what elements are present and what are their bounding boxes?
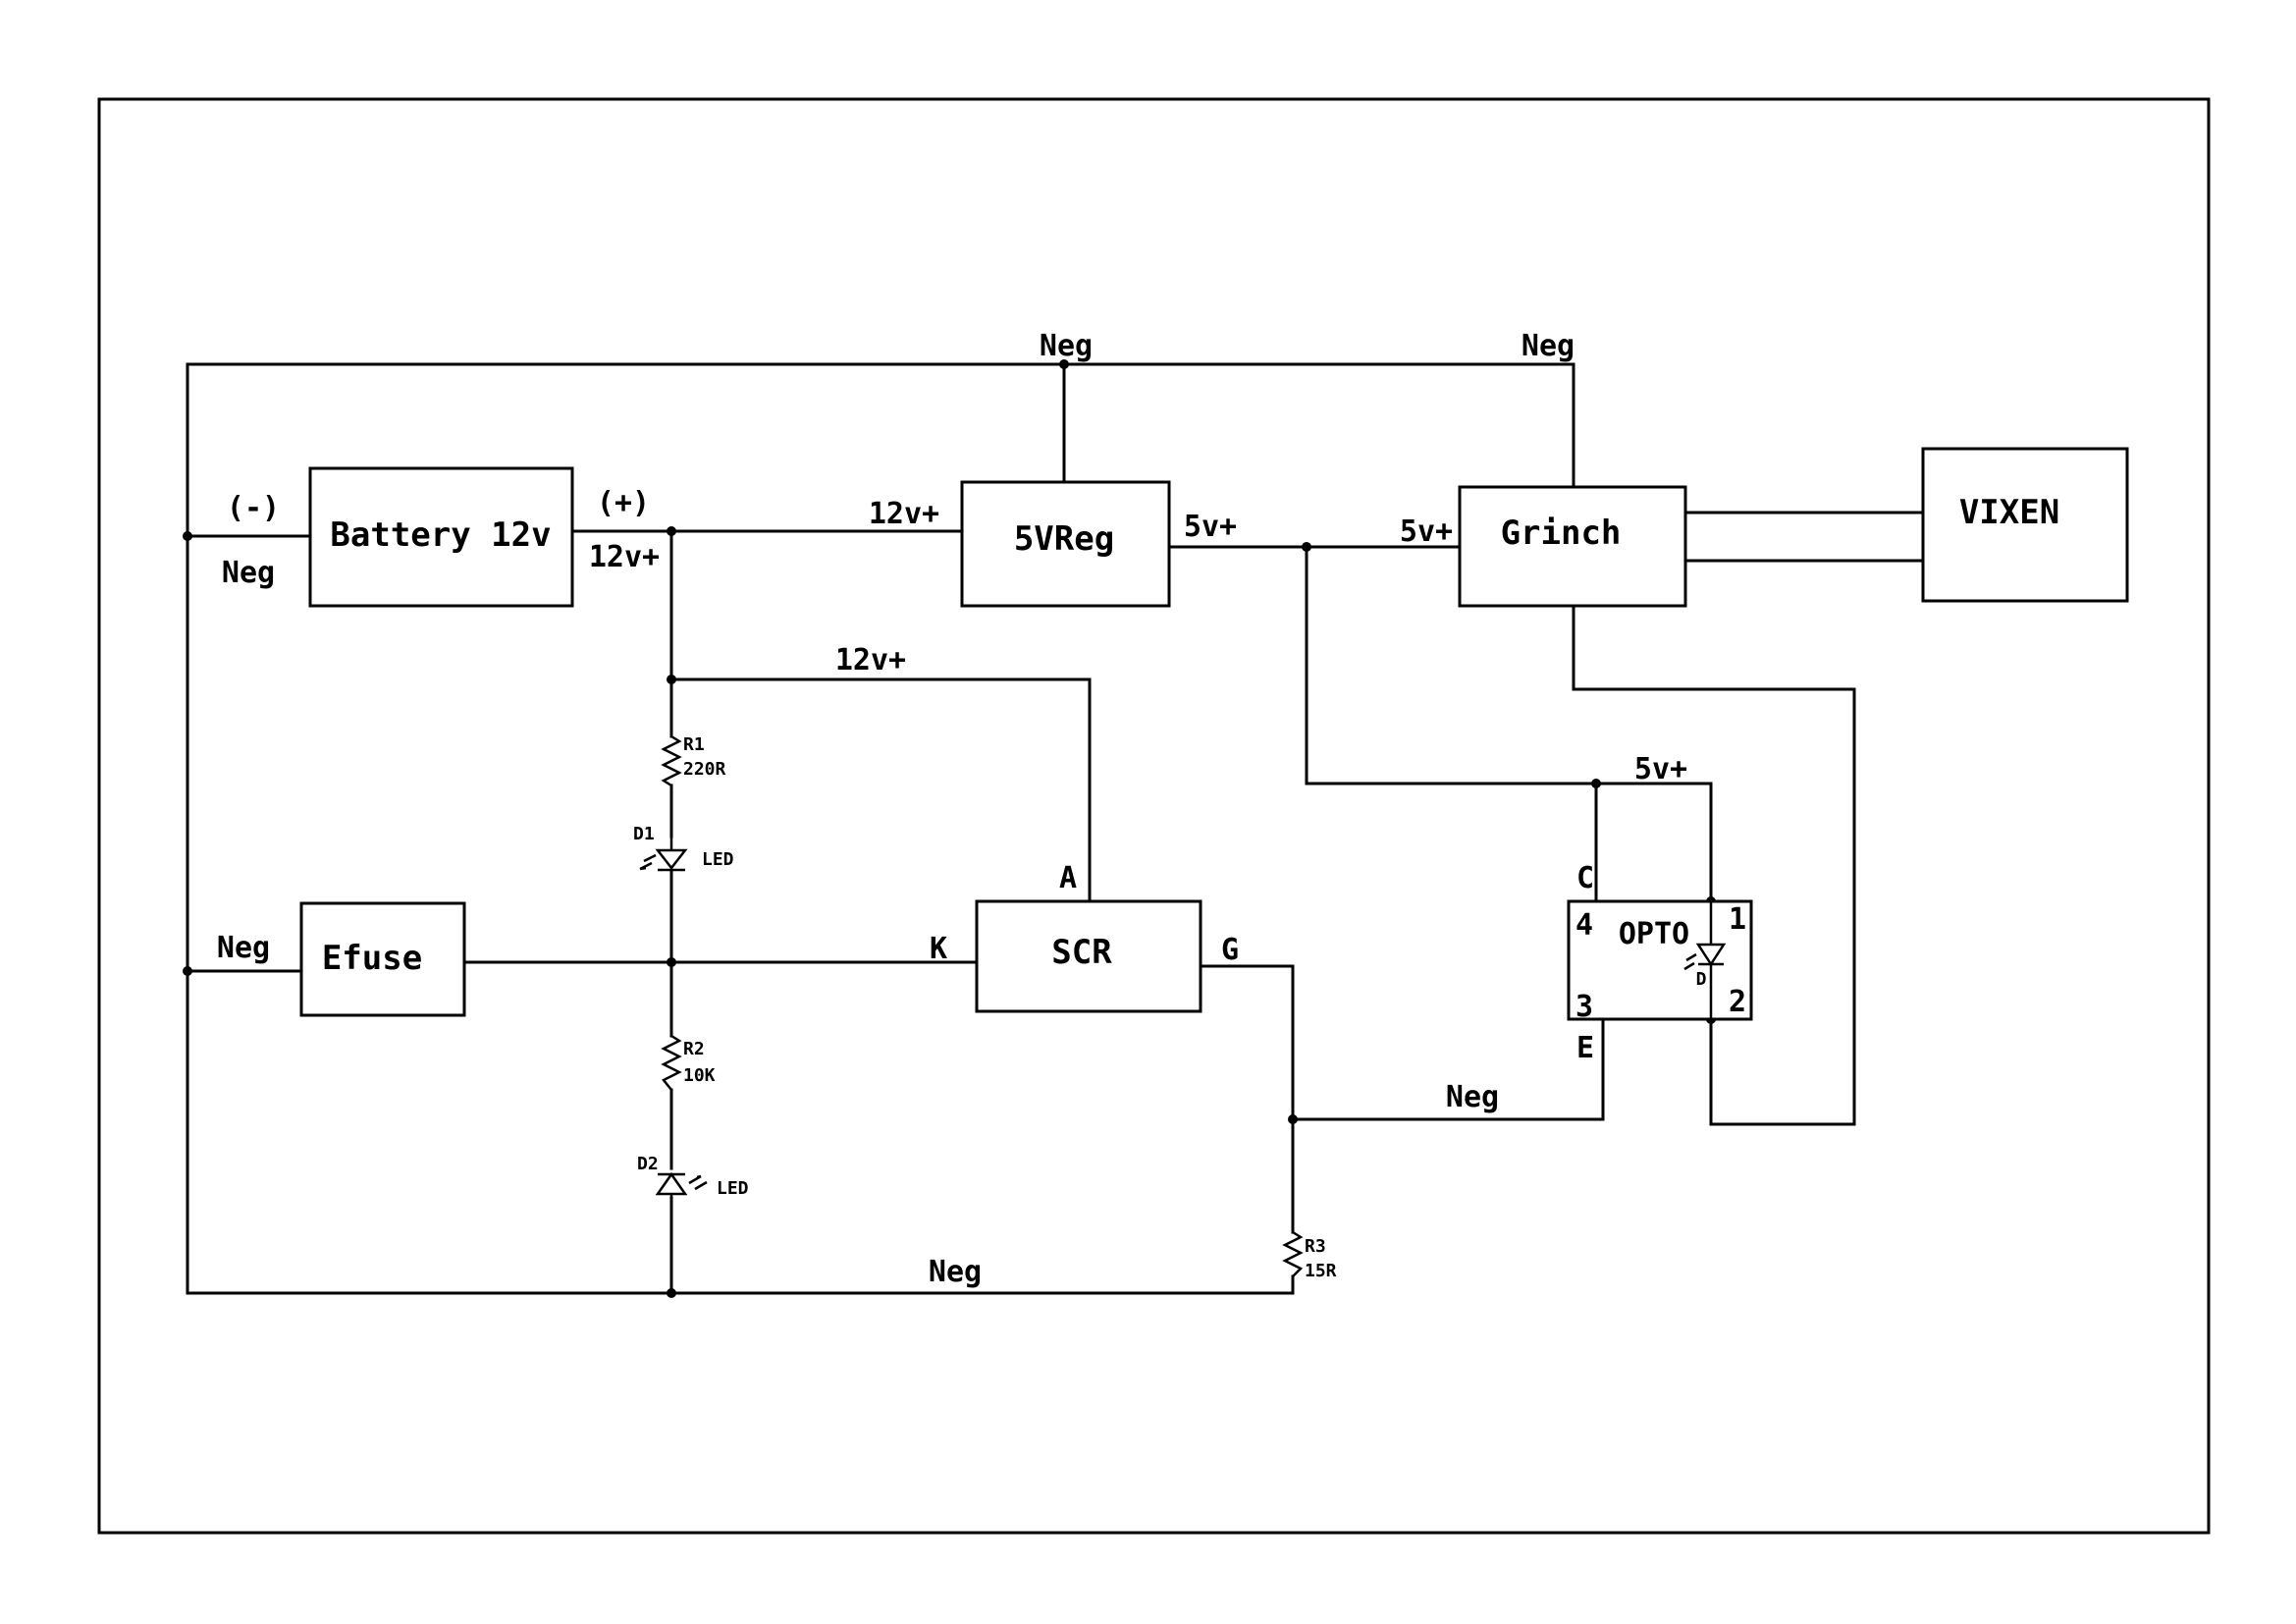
efuse-box bbox=[299, 901, 466, 1017]
grinch-block: Grinch bbox=[1458, 485, 1687, 608]
opto-led-ref-label: D bbox=[1696, 969, 1707, 990]
net-label-12v: 12v+ bbox=[589, 540, 660, 574]
wire-opto-e-to-neg bbox=[1291, 1017, 1605, 1121]
grinch-box bbox=[1458, 485, 1687, 608]
wires bbox=[186, 362, 1925, 1295]
d1-symbol bbox=[655, 837, 688, 872]
wire-12v-to-scr-anode bbox=[669, 677, 1092, 903]
r3-symbol bbox=[1282, 1230, 1304, 1277]
junction-dot bbox=[667, 1288, 676, 1298]
junction-dot bbox=[183, 966, 192, 976]
grinch-label: Grinch bbox=[1501, 514, 1622, 553]
d2-arrows bbox=[688, 1174, 708, 1191]
r2-symbol bbox=[661, 1034, 682, 1091]
net-label-5v: 5v+ bbox=[1634, 752, 1687, 786]
net-label-neg: Neg bbox=[222, 556, 275, 590]
wire-5v-to-opto-pin1 bbox=[1305, 545, 1713, 903]
d2-value-label: LED bbox=[717, 1178, 749, 1199]
r1-ref-label: R1 bbox=[683, 734, 705, 755]
wire-scr-g-to-r3 bbox=[1199, 964, 1295, 1234]
r2-value-label: 10K bbox=[683, 1065, 716, 1086]
wire-grinch-to-opto-pin2 bbox=[1572, 604, 1856, 1126]
opto-pin-3-label: 3 bbox=[1575, 990, 1593, 1024]
scr-block: SCR bbox=[975, 899, 1202, 1013]
junction-dot bbox=[1288, 1114, 1298, 1124]
d2-ref-label: D2 bbox=[637, 1154, 659, 1174]
vixen-block: VIXEN bbox=[1921, 447, 2129, 603]
d1-arrows bbox=[639, 853, 657, 871]
opto-label: OPTO bbox=[1619, 917, 1689, 951]
opto-box bbox=[1567, 899, 1753, 1021]
junction-dot bbox=[183, 531, 192, 541]
junction-dot bbox=[667, 526, 676, 536]
net-label-12v: 12v+ bbox=[835, 643, 906, 677]
r3-resistor bbox=[1282, 1230, 1304, 1277]
r3-ref-label: R3 bbox=[1305, 1236, 1326, 1257]
battery-minus-label: (-) bbox=[227, 491, 280, 525]
r1-value-label: 220R bbox=[683, 759, 726, 780]
junction-dot bbox=[1302, 542, 1311, 552]
battery-label: Battery 12v bbox=[330, 515, 551, 555]
drawing-frame bbox=[97, 97, 2211, 1535]
junction-dot bbox=[667, 957, 676, 967]
opto-pin-4-label: 4 bbox=[1575, 908, 1593, 943]
battery-plus-label: (+) bbox=[597, 486, 650, 520]
scr-box bbox=[975, 899, 1202, 1013]
opto-pin-2-label: 2 bbox=[1729, 985, 1746, 1019]
5vreg-label: 5VReg bbox=[1014, 519, 1114, 559]
efuse-block: Efuse bbox=[299, 901, 466, 1017]
junction-dot bbox=[1591, 779, 1601, 788]
net-label-12v: 12v+ bbox=[869, 497, 939, 531]
net-label-neg: Neg bbox=[1446, 1080, 1499, 1114]
wire-neg-bottom-rail bbox=[186, 1274, 1295, 1295]
opto-collector-pin-label: C bbox=[1576, 861, 1594, 895]
opto-pin-1-label: 1 bbox=[1729, 902, 1746, 937]
net-label-5v: 5v+ bbox=[1184, 510, 1237, 544]
d1-value-label: LED bbox=[702, 849, 734, 870]
battery-box bbox=[308, 466, 574, 608]
opto-led-arrows bbox=[1683, 952, 1697, 971]
r2-resistor bbox=[661, 1034, 682, 1091]
scr-cathode-pin-label: K bbox=[930, 932, 947, 966]
r2-ref-label: R2 bbox=[683, 1039, 705, 1059]
junction-dot bbox=[667, 675, 676, 684]
pin-labels: A K G C E 4 1 3 2 D bbox=[930, 861, 1746, 1065]
net-label-neg: Neg bbox=[929, 1255, 982, 1289]
scr-anode-pin-label: A bbox=[1059, 861, 1077, 895]
scr-gate-pin-label: G bbox=[1221, 933, 1239, 967]
scr-label: SCR bbox=[1051, 933, 1112, 972]
component-labels: R1 220R D1 LED R2 10K D2 LED R3 15R bbox=[633, 734, 1337, 1281]
vixen-box bbox=[1921, 447, 2129, 603]
r1-symbol bbox=[661, 734, 682, 787]
net-label-neg: Neg bbox=[1522, 329, 1575, 363]
opto-emitter-pin-label: E bbox=[1576, 1031, 1594, 1065]
opto-block: OPTO bbox=[1567, 899, 1753, 1021]
efuse-label: Efuse bbox=[322, 939, 422, 978]
d2-symbol bbox=[655, 1171, 688, 1198]
r3-value-label: 15R bbox=[1305, 1261, 1337, 1281]
d2-led bbox=[655, 1171, 708, 1198]
net-label-5v: 5v+ bbox=[1400, 514, 1453, 549]
d1-ref-label: D1 bbox=[633, 824, 655, 844]
opto-led-symbol bbox=[1695, 901, 1727, 1019]
net-label-neg: Neg bbox=[1040, 329, 1093, 363]
junction-dot bbox=[1059, 359, 1069, 369]
net-labels: Neg Neg (-) Neg (+) 12v+ 12v+ 5v+ 5v+ 12… bbox=[217, 329, 1687, 1289]
vixen-label: VIXEN bbox=[1959, 493, 2059, 532]
d1-led bbox=[639, 837, 688, 872]
net-label-neg: Neg bbox=[217, 931, 270, 965]
5vreg-box bbox=[960, 480, 1171, 608]
5vreg-block: 5VReg bbox=[960, 480, 1171, 608]
battery-block: Battery 12v bbox=[308, 466, 574, 608]
r1-resistor bbox=[661, 734, 682, 787]
